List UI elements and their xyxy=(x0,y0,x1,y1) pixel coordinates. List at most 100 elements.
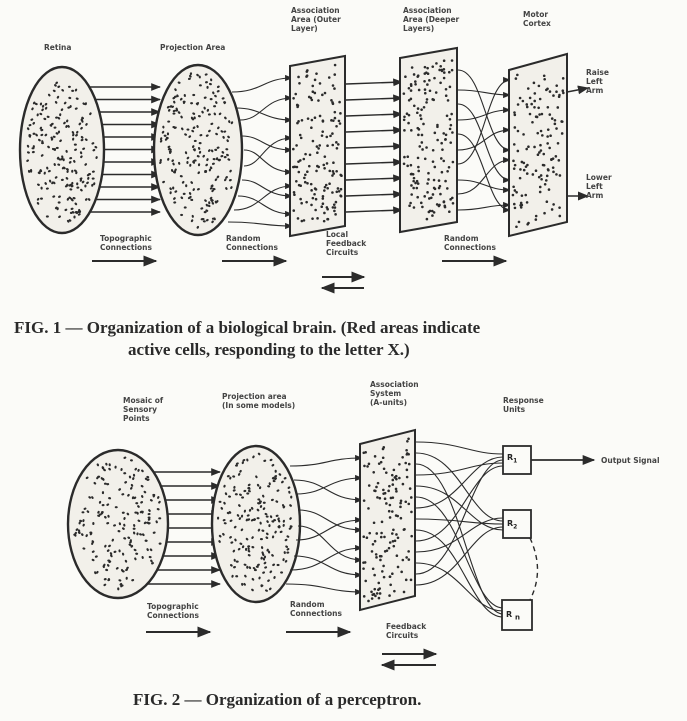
cell-dot xyxy=(43,171,46,175)
cell-dot xyxy=(71,131,75,134)
cell-dot xyxy=(104,515,107,519)
cell-dot xyxy=(409,97,413,101)
cell-dot xyxy=(58,195,61,198)
cell-dot xyxy=(252,455,255,459)
cell-dot xyxy=(326,186,329,190)
cell-dot xyxy=(59,113,62,117)
cell-dot xyxy=(39,197,43,200)
cell-dot xyxy=(528,96,532,100)
fig2-random-connection xyxy=(295,516,363,541)
cell-dot xyxy=(89,112,92,116)
cell-dot xyxy=(407,502,411,506)
cell-dot xyxy=(190,102,194,105)
cell-dot xyxy=(375,532,379,535)
cell-dot xyxy=(147,512,151,516)
cell-dot xyxy=(238,517,242,521)
cell-dot xyxy=(232,489,236,492)
cell-dot xyxy=(232,475,236,478)
cell-dot xyxy=(282,558,285,562)
cell-dot xyxy=(426,83,429,86)
cell-dot xyxy=(106,564,110,567)
cell-dot xyxy=(315,169,318,173)
cell-dot xyxy=(169,191,172,195)
cell-dot xyxy=(212,157,216,161)
cell-dot xyxy=(416,195,419,199)
cell-dot xyxy=(547,188,551,191)
cell-dot xyxy=(159,161,162,164)
cell-dot xyxy=(323,155,327,158)
cell-dot xyxy=(209,98,213,101)
cell-dot xyxy=(177,111,181,114)
cell-dot xyxy=(447,165,451,169)
cell-dot xyxy=(159,139,163,143)
cell-dot xyxy=(136,532,139,536)
cell-dot xyxy=(223,130,227,133)
cell-dot xyxy=(391,510,394,513)
cell-dot xyxy=(395,554,399,558)
cell-dot xyxy=(525,105,529,109)
cell-dot xyxy=(303,180,307,184)
cell-dot xyxy=(271,554,274,557)
fig2-association-fibre xyxy=(415,452,504,522)
cell-dot xyxy=(335,146,339,150)
cell-dot xyxy=(172,112,176,115)
cell-dot xyxy=(410,129,413,132)
cell-dot xyxy=(250,518,254,522)
cell-dot xyxy=(142,533,145,537)
cell-dot xyxy=(389,496,393,500)
label-line: Raise xyxy=(586,68,609,77)
cell-dot xyxy=(247,483,251,487)
cell-dot xyxy=(210,198,214,202)
cell-dot xyxy=(230,121,234,125)
cell-dot xyxy=(108,560,112,564)
fig1-random-connection xyxy=(233,182,293,211)
response-unit-letter: R xyxy=(507,519,514,528)
cell-dot xyxy=(257,498,261,501)
cell-dot xyxy=(428,197,431,200)
label-line: Response xyxy=(503,396,544,405)
cell-dot xyxy=(245,518,249,522)
cell-dot xyxy=(318,82,322,85)
cell-dot xyxy=(31,150,35,154)
fig1-random-connection-deeper xyxy=(457,126,511,151)
cell-dot xyxy=(292,147,295,151)
cell-dot xyxy=(421,205,424,209)
cell-dot xyxy=(299,136,303,140)
cell-dot xyxy=(423,91,427,95)
cell-dot xyxy=(313,116,317,120)
cell-dot xyxy=(268,524,271,528)
cell-dot xyxy=(447,70,451,74)
fig2-random-connection xyxy=(293,555,363,579)
cell-dot xyxy=(71,89,75,92)
cell-dot xyxy=(133,496,137,500)
cell-dot xyxy=(186,128,190,131)
cell-dot xyxy=(268,482,271,486)
cell-dot xyxy=(362,451,366,455)
cell-dot xyxy=(422,105,426,109)
cell-dot xyxy=(310,203,313,207)
cell-dot xyxy=(238,504,241,507)
fig2-association-fibre xyxy=(415,465,504,542)
cell-dot xyxy=(161,130,165,134)
cell-dot xyxy=(117,530,121,533)
cell-dot xyxy=(282,519,285,523)
cell-dot xyxy=(159,158,162,162)
cell-dot xyxy=(78,122,82,126)
cell-dot xyxy=(200,207,204,210)
cell-dot xyxy=(370,550,374,553)
cell-dot xyxy=(182,192,186,196)
cell-dot xyxy=(321,130,325,133)
cell-dot xyxy=(247,547,250,551)
cell-dot xyxy=(231,574,234,578)
cell-dot xyxy=(137,519,141,522)
cell-dot xyxy=(558,214,562,218)
cell-dot xyxy=(444,87,448,91)
cell-dot xyxy=(73,159,76,163)
cell-dot xyxy=(538,97,542,101)
cell-dot xyxy=(39,126,43,130)
cell-dot xyxy=(377,596,381,600)
fig1-random-connection xyxy=(227,221,293,230)
cell-dot xyxy=(414,181,417,185)
cell-dot xyxy=(69,157,73,160)
fig2-association-fibre xyxy=(415,485,504,531)
